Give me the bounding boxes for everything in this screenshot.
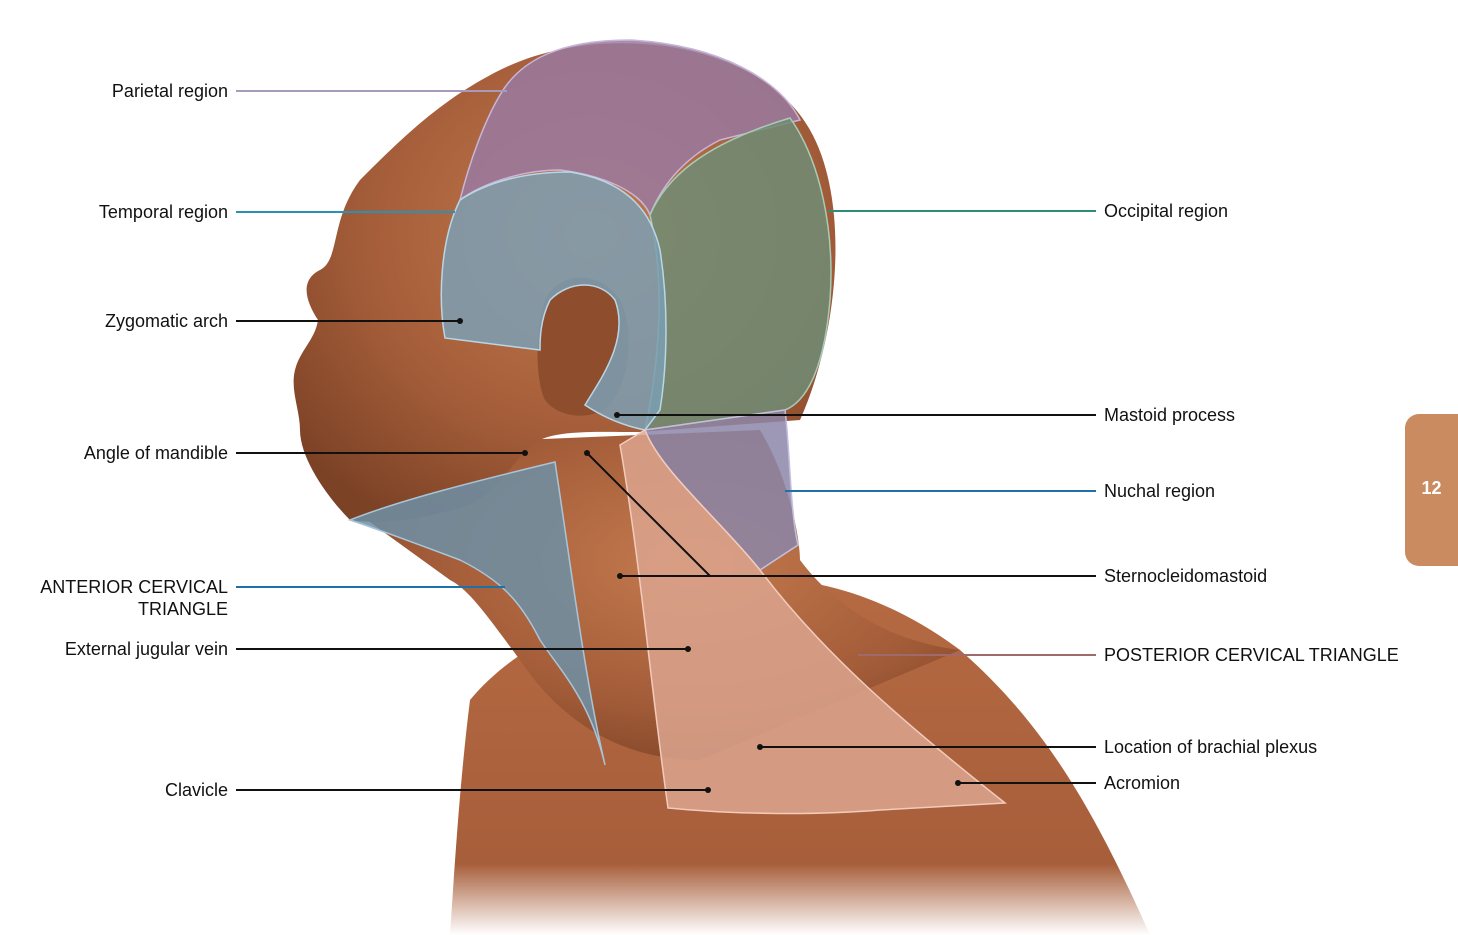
dot-mandible [522,450,528,456]
label-parietal-region: Parietal region [112,80,228,102]
label-sternocleidomastoid: Sternocleidomastoid [1104,565,1267,587]
dot-mastoid [614,412,620,418]
label-temporal-region: Temporal region [99,201,228,223]
label-anterior-cervical-triangle: ANTERIOR CERVICAL TRIANGLE [40,576,228,620]
dot-jugular [685,646,691,652]
label-angle-of-mandible: Angle of mandible [84,442,228,464]
label-posterior-cervical-triangle: POSTERIOR CERVICAL TRIANGLE [1104,644,1399,666]
label-brachial-plexus: Location of brachial plexus [1104,736,1317,758]
label-mastoid-process: Mastoid process [1104,404,1235,426]
chapter-number: 12 [1405,478,1458,499]
label-external-jugular-vein: External jugular vein [65,638,228,660]
label-occipital-region: Occipital region [1104,200,1228,222]
dot-acromion [955,780,961,786]
label-acromion: Acromion [1104,772,1180,794]
label-zygomatic-arch: Zygomatic arch [105,310,228,332]
dot-sterno-b [617,573,623,579]
dot-sterno-a [584,450,590,456]
chapter-tab: 12 [1405,414,1458,566]
label-clavicle: Clavicle [165,779,228,801]
dot-zygomatic [457,318,463,324]
dot-brachial [757,744,763,750]
label-nuchal-region: Nuchal region [1104,480,1215,502]
label-anterior-line2: TRIANGLE [40,598,228,620]
dot-clavicle [705,787,711,793]
label-anterior-line1: ANTERIOR CERVICAL [40,576,228,598]
